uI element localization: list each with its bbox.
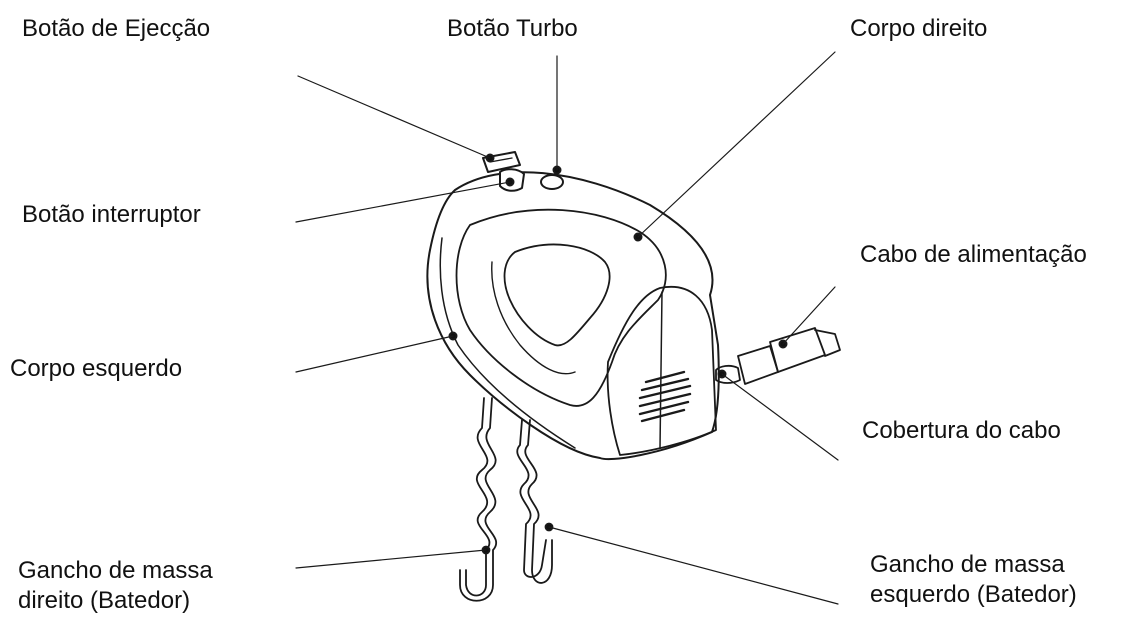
label-power-switch: Botão interruptor	[22, 201, 201, 228]
label-eject-button: Botão de Ejecção	[22, 15, 211, 42]
mixer-outer-outline	[426, 171, 720, 461]
label-cord-cover: Cobertura do cabo	[862, 417, 1061, 444]
rear-panel-seam	[659, 291, 663, 449]
leader-switch	[295, 181, 511, 223]
ventilation-grille	[638, 370, 692, 423]
eject-button-shape	[482, 151, 521, 173]
label-left-dough-hook-line2: esquerdo (Batedor)	[870, 581, 1077, 608]
left-body-panel	[439, 237, 576, 449]
handle-grip	[491, 261, 576, 375]
label-left-body: Corpo esquerdo	[10, 355, 183, 382]
label-right-dough-hook-line2: direito (Batedor)	[18, 587, 191, 614]
leader-left-hook	[548, 526, 839, 605]
handle-inner	[503, 243, 611, 347]
turbo-button-shape	[540, 165, 564, 190]
leader-eject	[297, 75, 491, 159]
label-left-dough-hook-line1: Gancho de massa	[870, 551, 1065, 578]
label-right-dough-hook-line1: Gancho de massa	[18, 557, 213, 584]
left-dough-hook-shape	[516, 419, 554, 584]
leader-power-cord	[782, 286, 836, 345]
leader-cord-cover	[721, 373, 839, 461]
label-left-dough-hook: Gancho de massa esquerdo (Batedor)	[870, 550, 1077, 610]
label-right-body: Corpo direito	[850, 15, 988, 42]
right-dough-hook-shape	[459, 397, 497, 602]
label-power-cord: Cabo de alimentação	[860, 241, 1087, 268]
leader-lines	[295, 51, 839, 605]
switch-button-shape	[499, 168, 525, 192]
rear-panel	[606, 286, 717, 456]
leader-right-body	[637, 51, 836, 238]
label-right-dough-hook: Gancho de massa direito (Batedor)	[18, 556, 213, 616]
label-turbo-button: Botão Turbo	[447, 15, 578, 42]
power-cord-shape	[715, 327, 841, 385]
mixer-body	[426, 151, 841, 602]
handle-outer	[455, 208, 667, 407]
leader-right-hook	[295, 549, 487, 569]
leader-left-body	[295, 335, 454, 373]
